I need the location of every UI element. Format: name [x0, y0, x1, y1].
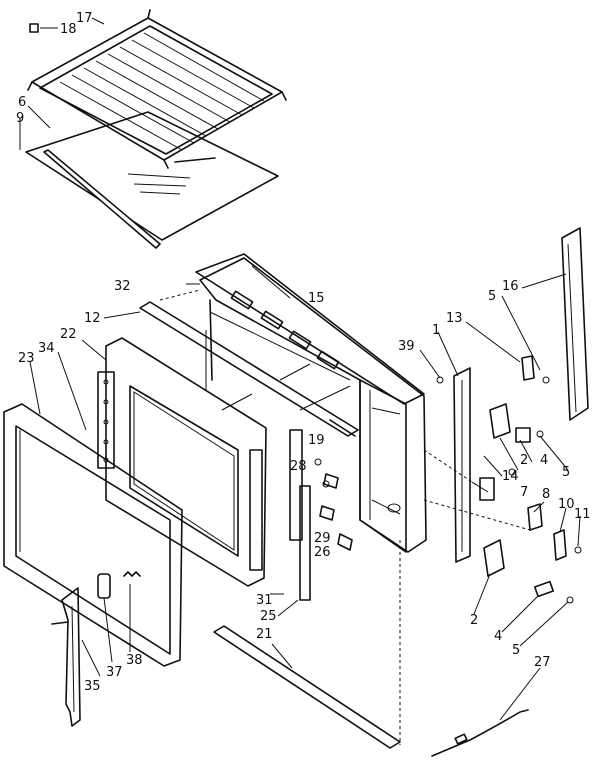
callout-13: 13	[446, 311, 463, 326]
door-handle	[51, 587, 81, 727]
callout-38: 38	[126, 653, 143, 668]
callout-32: 32	[114, 279, 131, 294]
callout-6: 6	[18, 95, 26, 110]
callout-11: 11	[574, 507, 591, 522]
callout-29: 29	[314, 531, 331, 546]
leader-lines	[19, 17, 581, 721]
callout-4-mid: 4	[540, 453, 548, 468]
callout-35: 35	[84, 679, 101, 694]
callout-23: 23	[18, 351, 35, 366]
callout-25: 25	[260, 609, 277, 624]
callout-16: 16	[502, 279, 519, 294]
callout-26: 26	[314, 545, 331, 560]
callout-5-bottom: 5	[512, 643, 520, 658]
callout-4-bottom: 4	[494, 629, 502, 644]
callout-27: 27	[534, 655, 551, 670]
callout-12: 12	[84, 311, 101, 326]
top-vent-strip	[139, 253, 425, 437]
side-trim	[561, 227, 589, 421]
rack-clip	[29, 23, 39, 33]
door-latch	[97, 571, 141, 599]
callout-7: 7	[520, 485, 528, 500]
temperature-probe	[431, 709, 529, 757]
callout-28: 28	[290, 459, 307, 474]
outer-door-panel	[3, 403, 183, 667]
callout-10: 10	[558, 497, 575, 512]
callout-22: 22	[60, 327, 77, 342]
callout-14: 14	[502, 469, 519, 484]
callout-34: 34	[38, 341, 55, 356]
callout-19: 19	[308, 433, 325, 448]
hinge-parts	[289, 429, 353, 601]
callout-37: 37	[106, 665, 123, 680]
callout-1: 1	[432, 323, 440, 338]
trim-strip	[43, 149, 161, 249]
callout-9: 9	[16, 111, 24, 126]
callout-labels: 18 17 6 9 32 15 12 22 34 23 19 28 29 26 …	[16, 11, 591, 694]
control-bracket	[322, 355, 582, 604]
callout-8: 8	[542, 487, 550, 502]
callout-5-top: 5	[488, 289, 496, 304]
callout-18: 18	[60, 22, 77, 37]
cavity-frame	[199, 257, 427, 553]
glass-tray	[25, 111, 279, 241]
callout-39: 39	[398, 339, 415, 354]
callout-21: 21	[256, 627, 273, 642]
inner-door-frame	[97, 337, 267, 587]
callout-2-bottom: 2	[470, 613, 478, 628]
bottom-trim	[213, 625, 401, 749]
callout-2-mid: 2	[520, 453, 528, 468]
callout-17: 17	[76, 11, 93, 26]
callout-5-mid: 5	[562, 465, 570, 480]
callout-31: 31	[256, 593, 273, 608]
oven-rack	[27, 9, 287, 169]
callout-15: 15	[308, 291, 325, 306]
